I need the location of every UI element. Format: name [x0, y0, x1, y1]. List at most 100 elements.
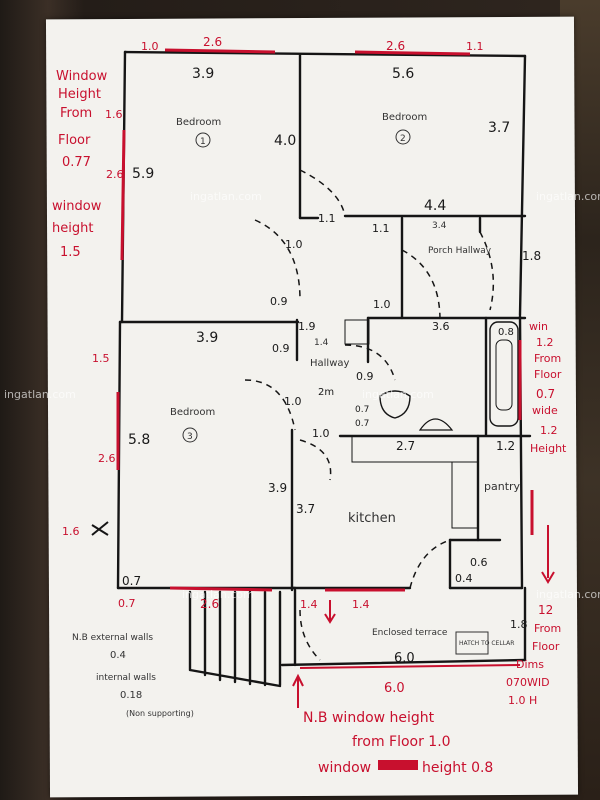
red-top-1-1: 1.1 [466, 40, 484, 53]
red-win-note-6: window [52, 199, 102, 214]
dim-1-9: 1.9 [298, 320, 316, 333]
dim-3-7: 3.7 [296, 502, 315, 516]
arrow-terrace-head [292, 673, 304, 687]
room-b1-circle [195, 132, 211, 148]
red-nb-line1: N.B window height [303, 710, 435, 726]
red-r-height: Height [530, 442, 567, 455]
red-top-1-0: 1.0 [141, 40, 159, 53]
red-left-2-6b: 2.6 [98, 452, 116, 465]
red-scribble [378, 760, 418, 770]
watermark-5: ingatlan.com [182, 588, 254, 601]
room-b2-circle [395, 129, 411, 145]
sink [418, 418, 454, 431]
dim-b2-top: 5.6 [392, 66, 414, 82]
door-swing-outer [299, 609, 321, 661]
red-win-note-7: height [52, 221, 93, 236]
pencil-notes: N.B external walls 0.4 internal walls 0.… [72, 633, 194, 718]
door-swings [244, 169, 495, 661]
dim-0-4: 0.4 [455, 572, 473, 585]
room-labels: Bedroom 1 Bedroom 2 Bedroom 3 Porch Hall… [170, 112, 521, 655]
outer-wall-top [123, 50, 527, 58]
red-r-1-2: 1.2 [536, 336, 554, 349]
note-internal-walls: internal walls [96, 673, 156, 683]
red-left-2-6: 2.6 [106, 168, 124, 181]
dim-b1-right: 4.0 [274, 133, 296, 149]
watermark-2: ingatlan.com [536, 190, 600, 203]
dim-porch-small: 3.4 [432, 221, 447, 231]
door-swing-b2 [299, 169, 346, 217]
bathtub-inner [495, 339, 513, 411]
red-r-win: win [529, 320, 548, 333]
red-r-wide: wide [532, 404, 558, 417]
note-external-walls: N.B external walls [72, 633, 153, 643]
dim-0-7c: 0.7 [122, 574, 141, 588]
room-terrace-label: Enclosed terrace [372, 628, 448, 638]
dim-terrace-6-0: 6.0 [394, 651, 415, 666]
note-external-value: 0.4 [110, 650, 126, 661]
hatch-box [455, 631, 489, 655]
dim-0-6: 0.6 [470, 556, 488, 569]
dim-1-2: 1.2 [496, 439, 515, 453]
red-r-dims: Dims [516, 658, 544, 671]
window-top-b1 [164, 48, 276, 54]
room-b3-circle [182, 427, 198, 443]
window-left-b1 [120, 129, 126, 261]
red-win-note-3: From [60, 106, 92, 121]
dim-3-6: 3.6 [432, 320, 450, 333]
dim-b1-top: 3.9 [192, 66, 214, 82]
room-b2-label: Bedroom [382, 112, 427, 123]
outer-wall-right-upper [518, 54, 527, 317]
room-b3-label: Bedroom [170, 407, 215, 418]
dim-1-8-porch: 1.8 [522, 249, 541, 263]
arrow-kitchen-head [324, 613, 336, 624]
dim-1-0c: 1.0 [284, 395, 302, 408]
window-terrace [299, 664, 521, 669]
room-b3-num: 3 [187, 432, 193, 442]
room-pantry-label: pantry [484, 480, 521, 493]
red-bot-2-6: 2.6 [200, 597, 219, 611]
dim-2-7: 2.7 [396, 439, 415, 453]
watermarks: ingatlan.com ingatlan.com ingatlan.com i… [4, 190, 600, 601]
room-b2-num: 2 [400, 134, 406, 144]
red-win-note-1: Window [56, 69, 108, 84]
red-bot-6-0: 6.0 [384, 681, 405, 696]
dim-0-8: 0.8 [498, 327, 514, 338]
red-win-note-8: 1.5 [60, 245, 81, 260]
door-swing-wc [344, 344, 396, 381]
dim-b1-left: 5.9 [132, 166, 154, 182]
red-left-1-6b: 1.6 [62, 525, 80, 538]
red-r-floor: Floor [534, 368, 562, 381]
note-internal-value: 0.18 [120, 690, 142, 701]
dim-1-0-upper: 1.1 [318, 212, 336, 225]
red-r-0-7: 0.7 [536, 387, 555, 401]
dim-3-9: 3.9 [268, 481, 287, 495]
door-swing-terrace [409, 539, 451, 589]
watermark-4: ingatlan.com [362, 388, 434, 401]
red-top-2-6a: 2.6 [203, 35, 222, 49]
red-annotations: 1.0 2.6 2.6 1.1 Window Height From Floor… [52, 35, 567, 776]
red-left-1-6: 1.6 [105, 108, 123, 121]
black-dimensions: 3.9 5.6 4.0 3.7 5.9 4.4 1.1 1.1 3.4 1.0 … [122, 66, 541, 666]
watermark-1: ingatlan.com [190, 190, 262, 203]
red-win-note-5: 0.77 [62, 155, 91, 170]
kitchen-counter [351, 435, 479, 463]
toilet [379, 390, 411, 419]
dim-0-9c: 0.9 [356, 370, 374, 383]
door-swing-b3 [244, 379, 296, 431]
red-r-12: 12 [538, 603, 553, 617]
red-r-dims2: 070WID [506, 676, 550, 689]
red-nb-line2: from Floor 1.0 [352, 734, 451, 750]
room-kitchen-label: kitchen [348, 511, 396, 526]
red-win-note-2: Height [58, 87, 101, 102]
dim-1-1c: 1.0 [373, 298, 391, 311]
room-hallway-label: Hallway [310, 358, 350, 369]
door-swing-b1 [254, 219, 301, 301]
dim-b3-left: 5.8 [128, 432, 150, 448]
walls [116, 50, 532, 688]
window-bottom-b3 [169, 586, 273, 592]
window-top-b2 [354, 50, 471, 56]
red-bot-1-4b: 1.4 [352, 598, 370, 611]
dim-0-9a: 0.9 [270, 295, 288, 308]
room-b1-label: Bedroom [176, 117, 221, 128]
